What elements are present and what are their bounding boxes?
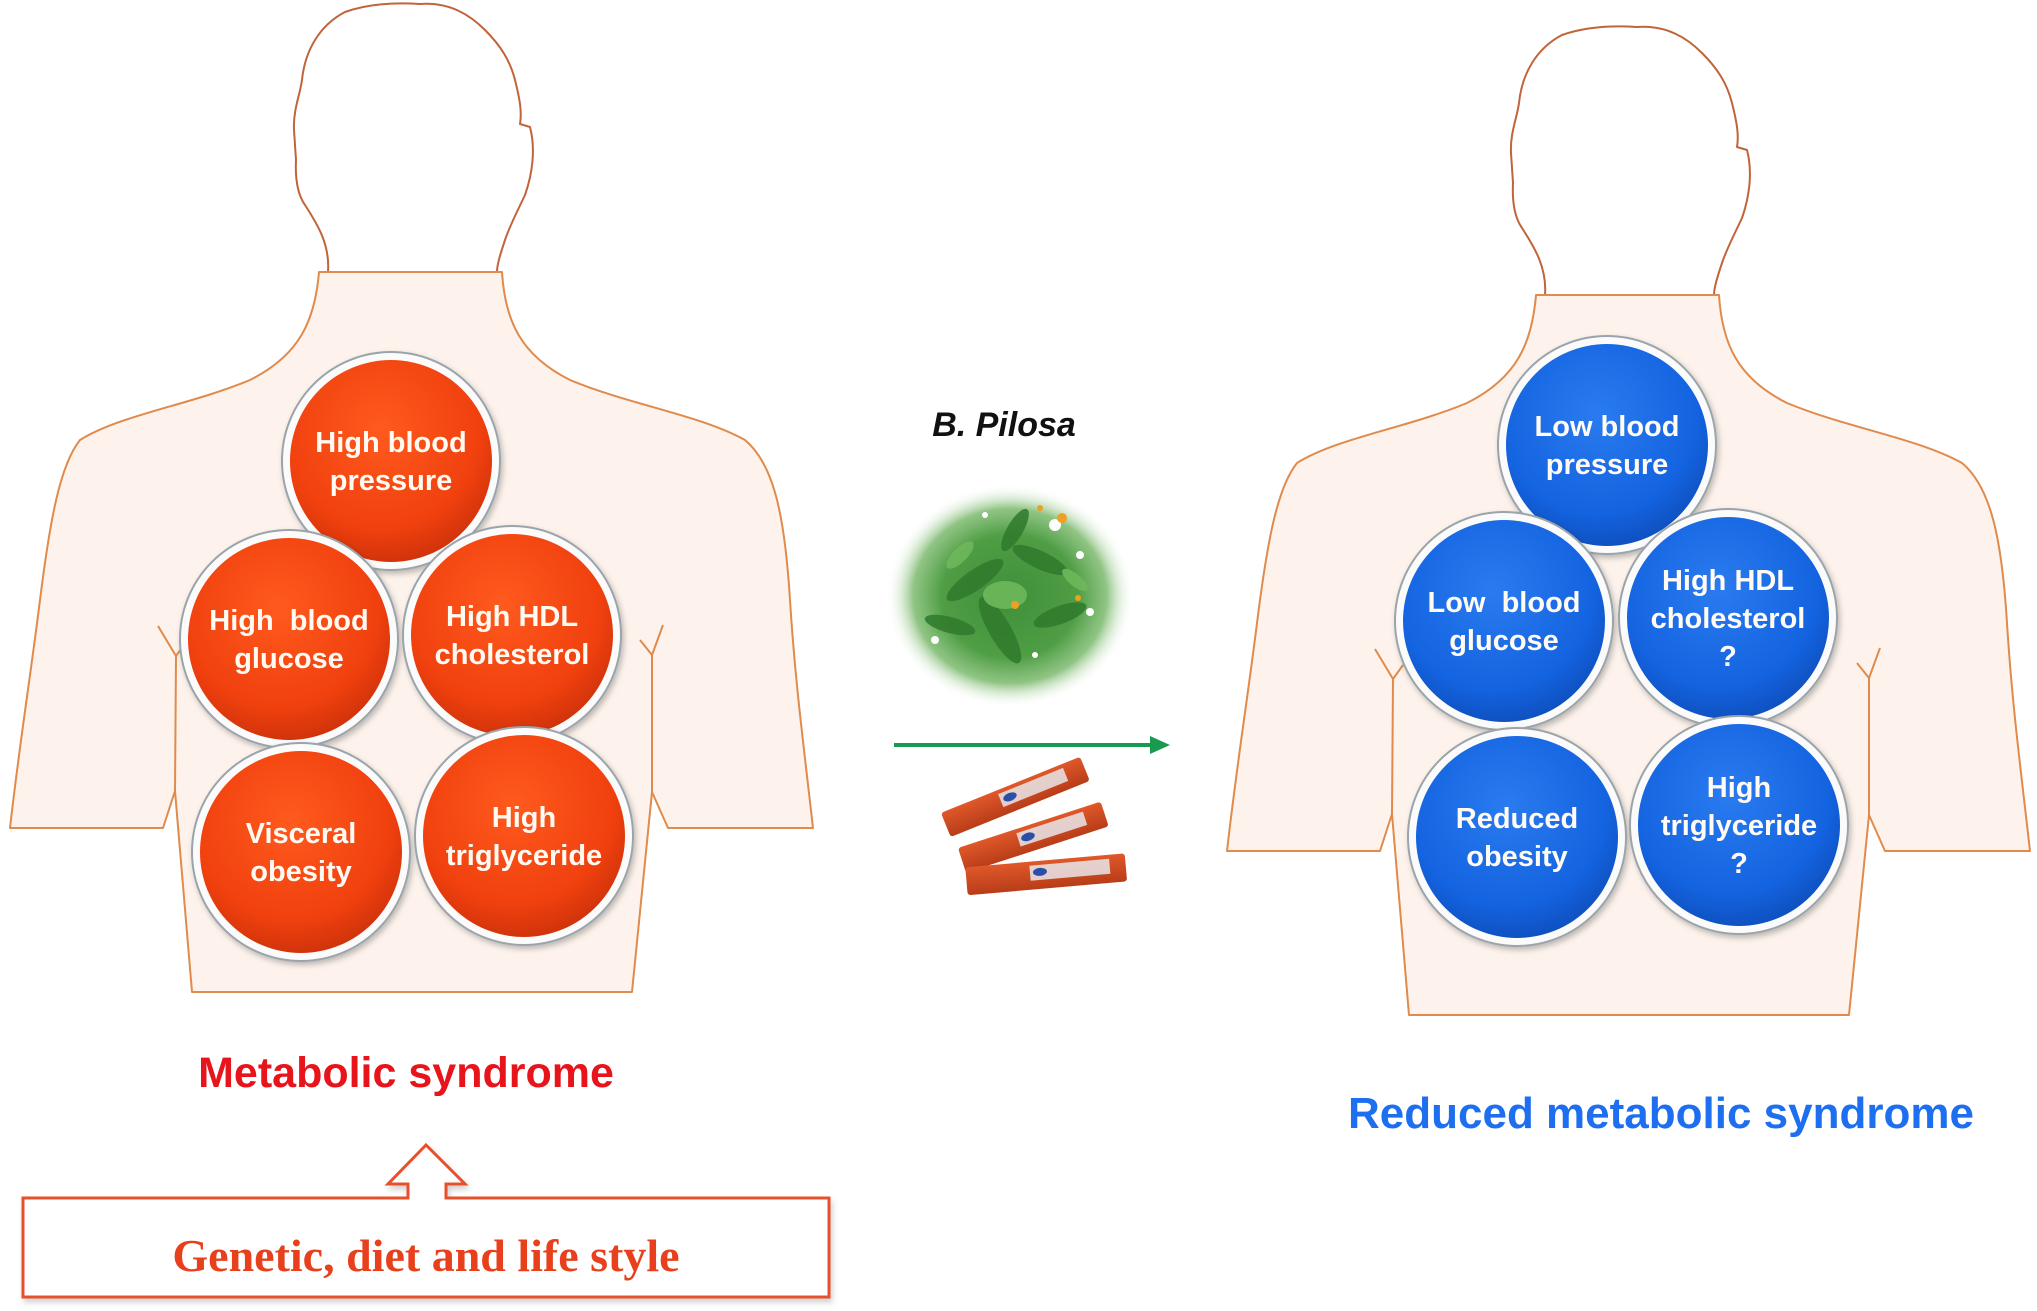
bubble-label-line: Low blood (1535, 411, 1680, 443)
bubble-label-line: triglyceride (1661, 810, 1817, 842)
bubble-label-line: cholesterol (1651, 603, 1806, 635)
bubble-after-obesity: Reduced obesity (1407, 727, 1627, 947)
bubble-label-line: High blood (315, 427, 466, 459)
bubble-disc (200, 751, 402, 953)
bubble-before-obesity: Visceral obesity (191, 742, 411, 962)
bubble-label-line: pressure (330, 465, 453, 497)
bubble-label-line: High HDL (446, 601, 578, 633)
bubble-before-blood-pressure: High blood pressure (281, 351, 501, 571)
treatment-group: B. Pilosa (886, 406, 1170, 896)
bubble-label-line: triglyceride (446, 840, 602, 872)
bubble-after-hdl-cholesterol: High HDL cholesterol? (1618, 508, 1838, 728)
bubble-label-line: pressure (1546, 449, 1669, 481)
bubble-label-line: glucose (234, 643, 344, 675)
sachet-product-icon (941, 757, 1127, 896)
bubble-label-line: ? (1730, 848, 1748, 880)
bubble-before-hdl-cholesterol: High HDL cholesterol (402, 525, 622, 745)
bubble-after-triglyceride: High triglyceride? (1629, 715, 1849, 935)
up-arrow-outline-icon (21, 1142, 831, 1299)
bubble-label-line: obesity (1466, 841, 1568, 873)
bubble-label-line: cholesterol (435, 639, 590, 671)
bubble-label-line: Reduced (1456, 803, 1578, 835)
herb-title: B. Pilosa (932, 406, 1076, 444)
treatment-arrow (894, 736, 1170, 754)
bubble-disc (411, 534, 613, 736)
bubble-disc (1638, 724, 1840, 926)
bubble-label-line: High (492, 802, 556, 834)
cause-group: Genetic, diet and life style (21, 1142, 831, 1299)
caption-metabolic-syndrome: Metabolic syndrome (198, 1049, 614, 1097)
right-arrow-icon (1150, 736, 1170, 754)
bubble-label-line: Visceral (246, 818, 357, 850)
plant-photo-icon (886, 484, 1134, 708)
bubble-label-line: ? (1719, 641, 1737, 673)
bubble-before-triglyceride: High triglyceride (414, 726, 634, 946)
bubble-label-line: High HDL (1662, 565, 1794, 597)
bubble-disc (1416, 736, 1618, 938)
bubble-disc (423, 735, 625, 937)
bubble-label-line: obesity (250, 856, 352, 888)
bubble-disc (290, 360, 492, 562)
bubble-label-line: High (1707, 772, 1771, 804)
bubble-label-line: glucose (1449, 625, 1559, 657)
bubble-after-blood-pressure: Low blood pressure (1497, 335, 1717, 555)
bubble-disc (1627, 517, 1829, 719)
bubble-label-line: High blood (209, 605, 368, 637)
caption-reduced-metabolic-syndrome: Reduced metabolic syndrome (1348, 1089, 1974, 1138)
bubble-after-blood-glucose: Low blood glucose (1394, 511, 1614, 731)
bubble-disc (188, 538, 390, 740)
bubble-label-line: Low blood (1427, 587, 1580, 619)
cause-label: Genetic, diet and life style (172, 1230, 679, 1281)
bubble-disc (1403, 520, 1605, 722)
bubble-disc (1506, 344, 1708, 546)
bubble-before-blood-glucose: High blood glucose (179, 529, 399, 749)
